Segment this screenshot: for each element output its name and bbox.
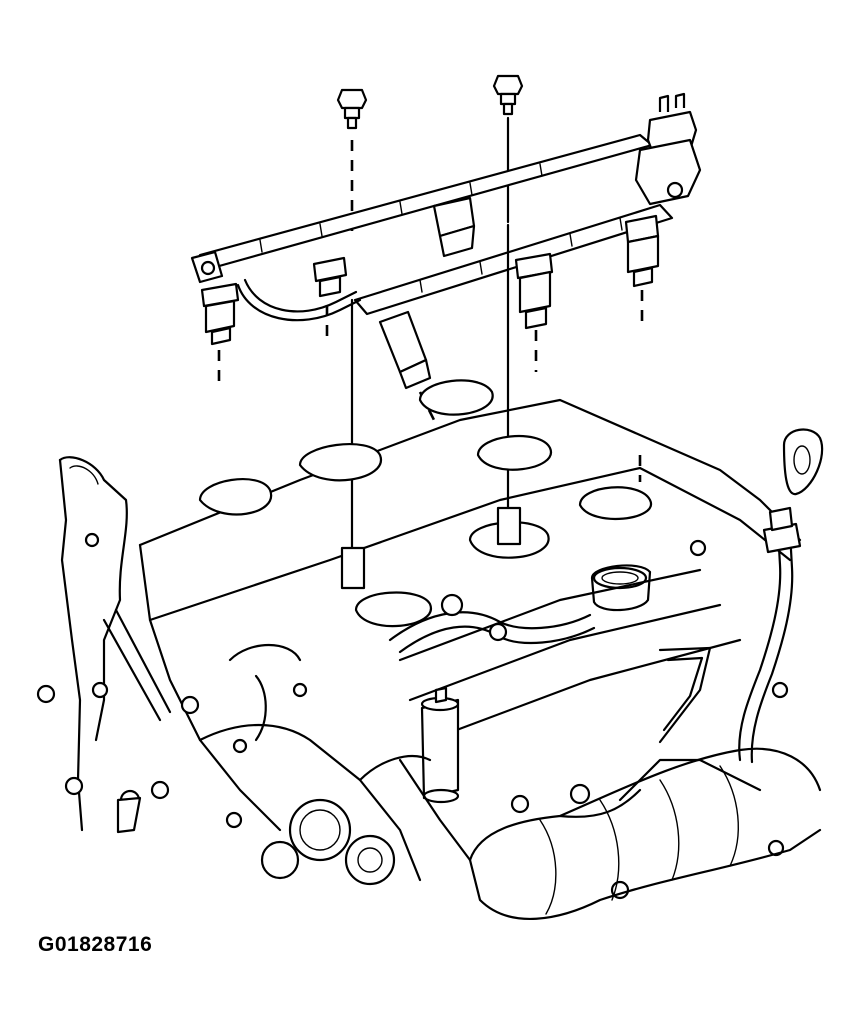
intake-manifold [468,747,822,920]
fuel-rail [190,133,674,322]
fuel-injector-2 [312,256,348,340]
lifting-bracket [36,456,172,832]
fuel-pressure-regulator [634,92,702,206]
fuel-injector-4 [514,252,554,372]
fuel-injector-3 [378,310,436,421]
fuel-injector-1 [200,282,240,385]
fuel-injector-5 [624,214,660,326]
cylinder-head [138,379,824,764]
fuel-injector-6 [432,196,476,258]
engine-lower-outline [358,755,472,862]
figure-id-label: G01828716 [38,933,153,956]
fuel-rail-bolt-right [492,74,524,224]
engine-block [116,543,789,900]
